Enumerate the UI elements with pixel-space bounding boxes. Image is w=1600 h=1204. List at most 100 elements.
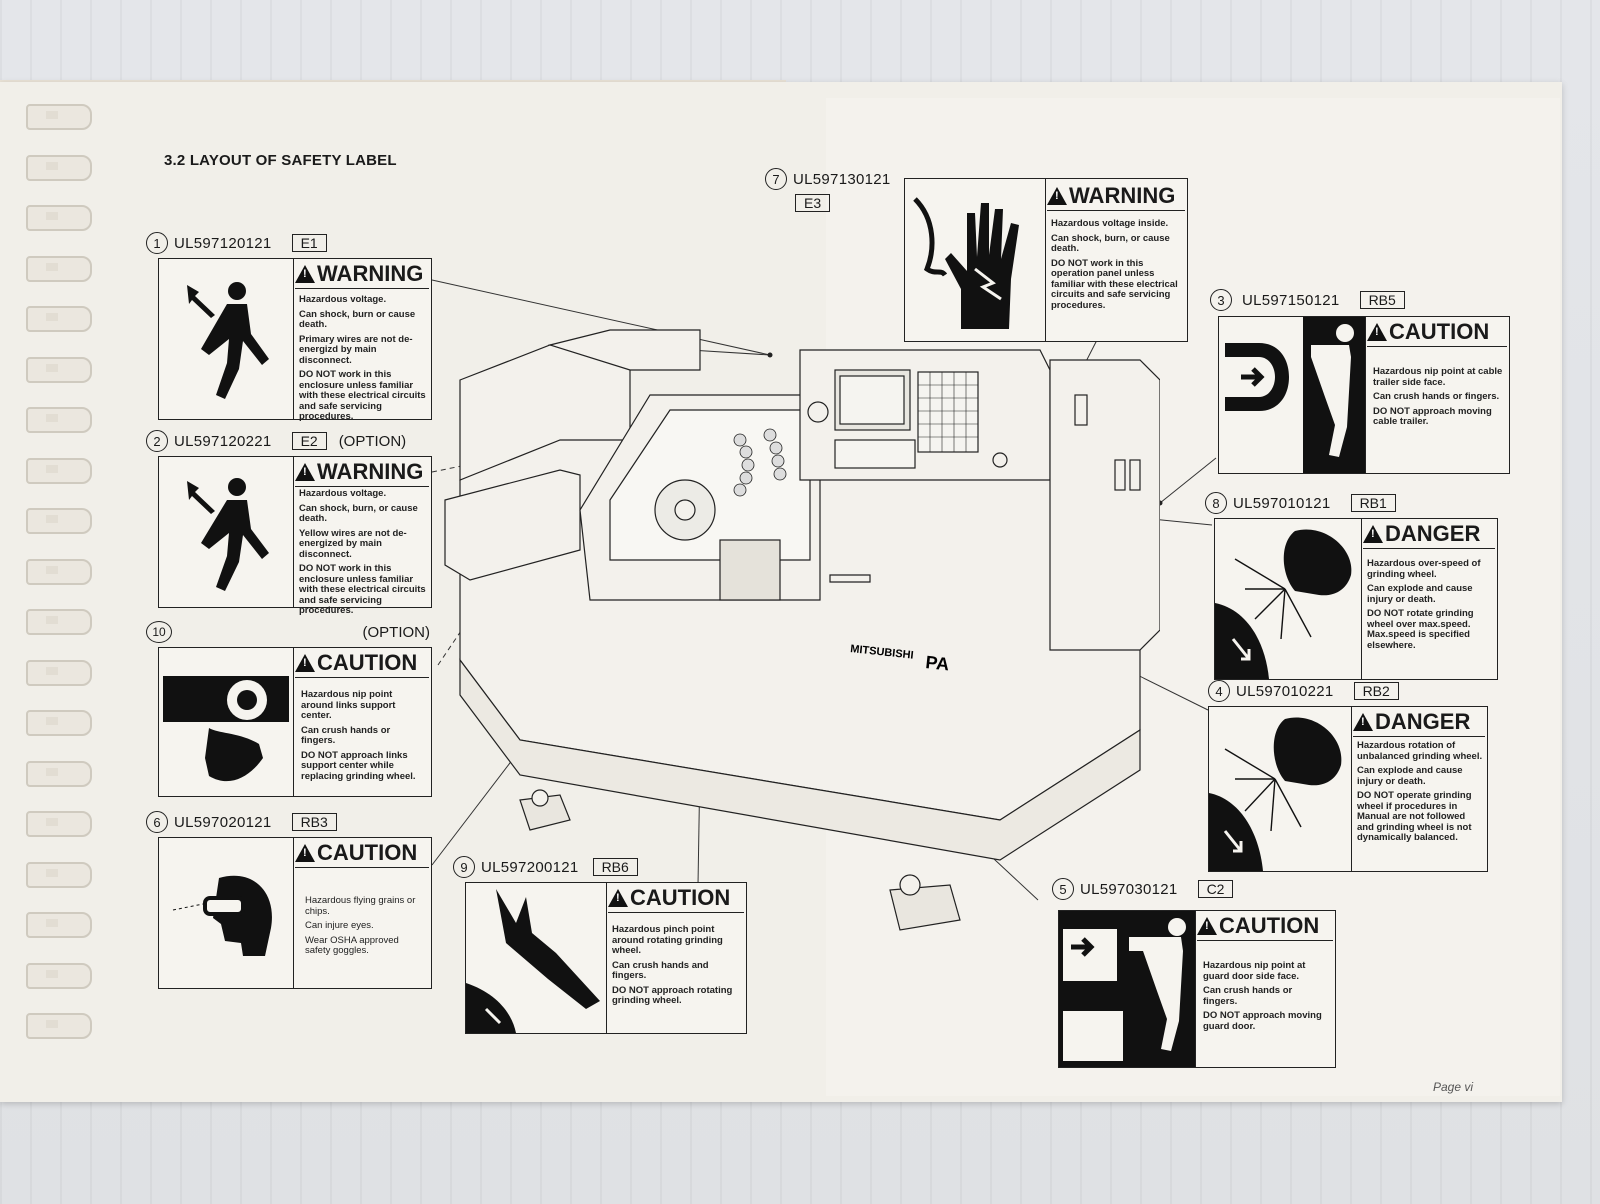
- binding-ring: [26, 811, 92, 837]
- label-code: UL597120221: [174, 432, 272, 450]
- label-3-header: 3 UL597150121 RB5: [1210, 289, 1405, 311]
- label-2-text: Hazardous voltage.Can shock, burn, or ca…: [299, 488, 426, 616]
- grinding-machine-drawing: MITSUBISHI PA: [444, 329, 1160, 931]
- binding-ring: [26, 508, 92, 534]
- wheel-explosion-pictogram: [1215, 519, 1362, 679]
- guard-door-nip-pictogram: [1059, 911, 1196, 1067]
- page-title: 3.2 LAYOUT OF SAFETY LABEL: [164, 152, 397, 169]
- label-8-card: DANGER Hazardous over-speed of grinding …: [1214, 518, 1498, 680]
- label-7-card: WARNING Hazardous voltage inside.Can sho…: [904, 178, 1188, 342]
- label-code: UL597030121: [1080, 880, 1178, 898]
- label-6-card: CAUTION Hazardous flying grains or chips…: [158, 837, 432, 989]
- spiral-binding: [26, 104, 92, 1064]
- caution-triangle-icon: [608, 889, 628, 907]
- warning-triangle-icon: [295, 265, 315, 283]
- label-number: 8: [1205, 492, 1227, 514]
- warning-triangle-icon: [1047, 187, 1067, 205]
- label-9-card: CAUTION Hazardous pinch point around rot…: [465, 882, 747, 1034]
- electric-shock-pictogram: [159, 259, 294, 419]
- binding-ring: [26, 558, 92, 585]
- binding-ring: [26, 154, 92, 181]
- label-7-header: 7 UL597130121: [765, 168, 891, 190]
- label-code: UL597010221: [1236, 682, 1334, 700]
- label-6-text: Hazardous flying grains or chips.Can inj…: [305, 895, 416, 956]
- label-position: E3: [795, 194, 831, 212]
- label-code: UL597130121: [793, 170, 891, 188]
- binding-ring: [26, 356, 92, 383]
- signal-word: WARNING: [295, 263, 429, 289]
- cable-trailer-nip-pictogram: [1219, 317, 1366, 473]
- label-10-card: CAUTION Hazardous nip point around links…: [158, 647, 432, 797]
- label-position: E2: [291, 432, 327, 450]
- label-code: UL597120121: [174, 234, 272, 252]
- label-code: UL597150121: [1242, 291, 1340, 309]
- label-number: 7: [765, 168, 787, 190]
- label-9-header: 9 UL597200121 RB6: [453, 856, 638, 878]
- label-3-text: Hazardous nip point at cable trailer sid…: [1373, 366, 1503, 427]
- caution-triangle-icon: [295, 654, 315, 672]
- warning-triangle-icon: [295, 463, 315, 481]
- label-option: (OPTION): [338, 432, 407, 450]
- nip-point-pictogram: [159, 648, 294, 796]
- machine-model: PA: [925, 652, 951, 674]
- signal-word: CAUTION: [1197, 915, 1333, 941]
- binding-ring: [26, 255, 92, 282]
- label-4-card: DANGER Hazardous rotation of unbalanced …: [1208, 706, 1488, 872]
- binding-ring: [26, 1013, 92, 1039]
- label-number: 4: [1208, 680, 1230, 702]
- binding-ring: [26, 760, 92, 787]
- label-number: 10: [146, 621, 172, 643]
- binding-ring: [26, 457, 92, 484]
- label-5-text: Hazardous nip point at guard door side f…: [1203, 960, 1322, 1032]
- label-code: UL597010121: [1233, 494, 1331, 512]
- binding-ring: [26, 407, 92, 433]
- label-number: 3: [1210, 289, 1232, 311]
- label-position: RB6: [592, 858, 638, 876]
- label-option: (OPTION): [362, 623, 431, 641]
- binding-ring: [26, 659, 92, 686]
- label-1-text: Hazardous voltage.Can shock, burn or cau…: [299, 294, 426, 422]
- danger-triangle-icon: [1363, 525, 1383, 543]
- label-position: E1: [291, 234, 327, 252]
- label-9-text: Hazardous pinch point around rotating gr…: [612, 924, 733, 1006]
- signal-word: DANGER: [1363, 523, 1495, 549]
- page-number: Page vi: [1433, 1080, 1474, 1094]
- binding-ring: [26, 962, 92, 989]
- wheel-explosion-pictogram: [1209, 707, 1352, 871]
- binding-ring: [26, 609, 92, 635]
- signal-word: CAUTION: [295, 652, 429, 678]
- label-position: RB5: [1359, 291, 1405, 309]
- label-number: 9: [453, 856, 475, 878]
- label-1-card: WARNING Hazardous voltage.Can shock, bur…: [158, 258, 432, 422]
- label-number: 6: [146, 811, 168, 833]
- label-number: 1: [146, 232, 168, 254]
- label-position: RB3: [291, 813, 337, 831]
- binding-ring: [26, 205, 92, 231]
- label-6-header: 6 UL597020121 RB3: [146, 811, 337, 833]
- eye-protection-pictogram: [159, 838, 294, 988]
- pinch-point-pictogram: [466, 883, 607, 1033]
- label-8-header: 8 UL597010121 RB1: [1205, 492, 1396, 514]
- binding-ring: [26, 306, 92, 332]
- binding-ring: [26, 710, 92, 736]
- signal-word: DANGER: [1353, 711, 1485, 737]
- hand-shock-pictogram: [905, 179, 1046, 341]
- signal-word: WARNING: [1047, 185, 1185, 211]
- label-2-header: 2 UL597120221 E2 (OPTION): [146, 430, 406, 452]
- label-1-header: 1 UL597120121 E1: [146, 232, 327, 254]
- caution-triangle-icon: [1367, 323, 1387, 341]
- danger-triangle-icon: [1353, 713, 1373, 731]
- label-5-card: CAUTION Hazardous nip point at guard doo…: [1058, 910, 1336, 1068]
- signal-word: WARNING: [295, 461, 429, 487]
- label-10-text: Hazardous nip point around links support…: [301, 689, 416, 782]
- signal-word: CAUTION: [1367, 321, 1507, 347]
- label-2-card: WARNING Hazardous voltage.Can shock, bur…: [158, 456, 432, 616]
- label-10-header: 10 (OPTION): [146, 621, 430, 643]
- binding-ring: [26, 912, 92, 938]
- caution-triangle-icon: [295, 844, 315, 862]
- label-position: RB2: [1353, 682, 1399, 700]
- label-4-header: 4 UL597010221 RB2: [1208, 680, 1399, 702]
- label-number: 2: [146, 430, 168, 452]
- label-code: UL597200121: [481, 858, 579, 876]
- binding-ring: [26, 861, 92, 888]
